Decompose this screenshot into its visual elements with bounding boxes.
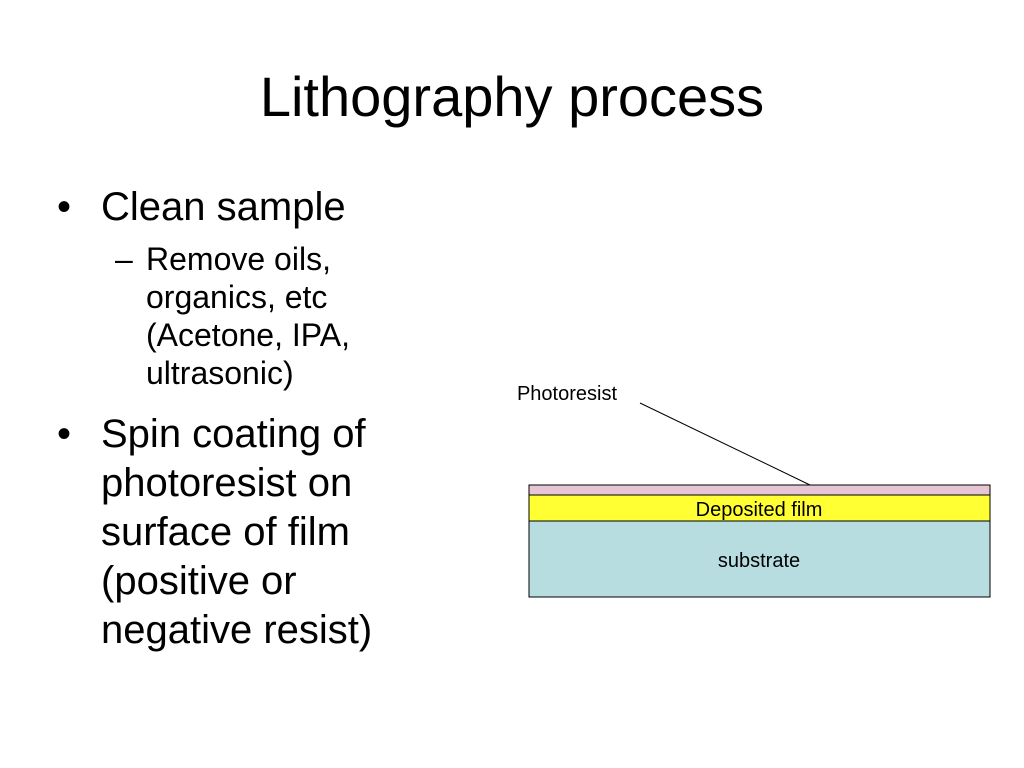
bullet-dot-icon: • <box>57 412 72 456</box>
deposited-film-layer <box>528 494 991 522</box>
substrate-label: substrate <box>718 550 800 572</box>
sub-bullet-item: – Remove oils, organics, etc (Acetone, I… <box>100 240 437 392</box>
photoresist-layer <box>528 484 991 496</box>
substrate-layer <box>528 520 991 598</box>
slide-title: Lithography process <box>259 65 765 128</box>
bullet-item: • Clean sample <box>57 183 437 232</box>
bullet-text: Clean sample <box>101 185 346 229</box>
bullet-item: • Spin coating of photoresist on surface… <box>57 410 437 655</box>
photoresist-callout-label: Photoresist <box>517 383 617 405</box>
dash-icon: – <box>115 241 133 277</box>
bullet-dot-icon: • <box>57 185 72 229</box>
bullet-text: Spin coating of photoresist on surface o… <box>101 412 373 652</box>
sub-bullet-text: Remove oils, organics, etc (Acetone, IPA… <box>146 241 350 391</box>
callout-leader-line <box>639 402 811 486</box>
bullet-list: • Clean sample – Remove oils, organics, … <box>57 183 437 655</box>
deposited-film-label: Deposited film <box>696 499 823 521</box>
